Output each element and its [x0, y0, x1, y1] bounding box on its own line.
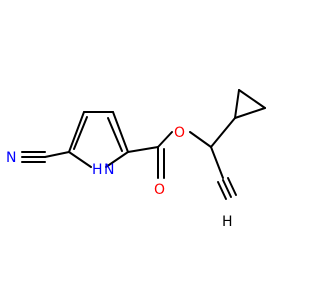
alkyne-h-label: H: [222, 214, 233, 230]
ring-h-label: H: [92, 162, 103, 178]
ester-o-to-ch-bond: [189, 131, 212, 148]
nitrile-to-ring-bond: [44, 151, 70, 158]
ring-to-carbonyl-bond: [127, 146, 159, 153]
carbonyl-double-bond: [157, 146, 165, 179]
ring-n-label: N: [104, 162, 114, 178]
ester-o-label: O: [174, 125, 185, 141]
alkyne-triple-bond: [217, 177, 237, 200]
carbonyl-o-label: O: [154, 182, 165, 198]
molecule-structure: N N H O O H: [6, 89, 266, 230]
nitrile-triple-bond: [21, 151, 46, 163]
nitrile-n-label: N: [6, 150, 16, 166]
carbonyl-to-ester-o-bond: [157, 131, 173, 148]
cyclopropyl-ring: [234, 89, 266, 119]
pyrrole-ring: [68, 111, 129, 168]
ch-to-cyclopropyl-bond: [210, 117, 236, 148]
ch-to-alkyne-bond: [210, 146, 224, 179]
